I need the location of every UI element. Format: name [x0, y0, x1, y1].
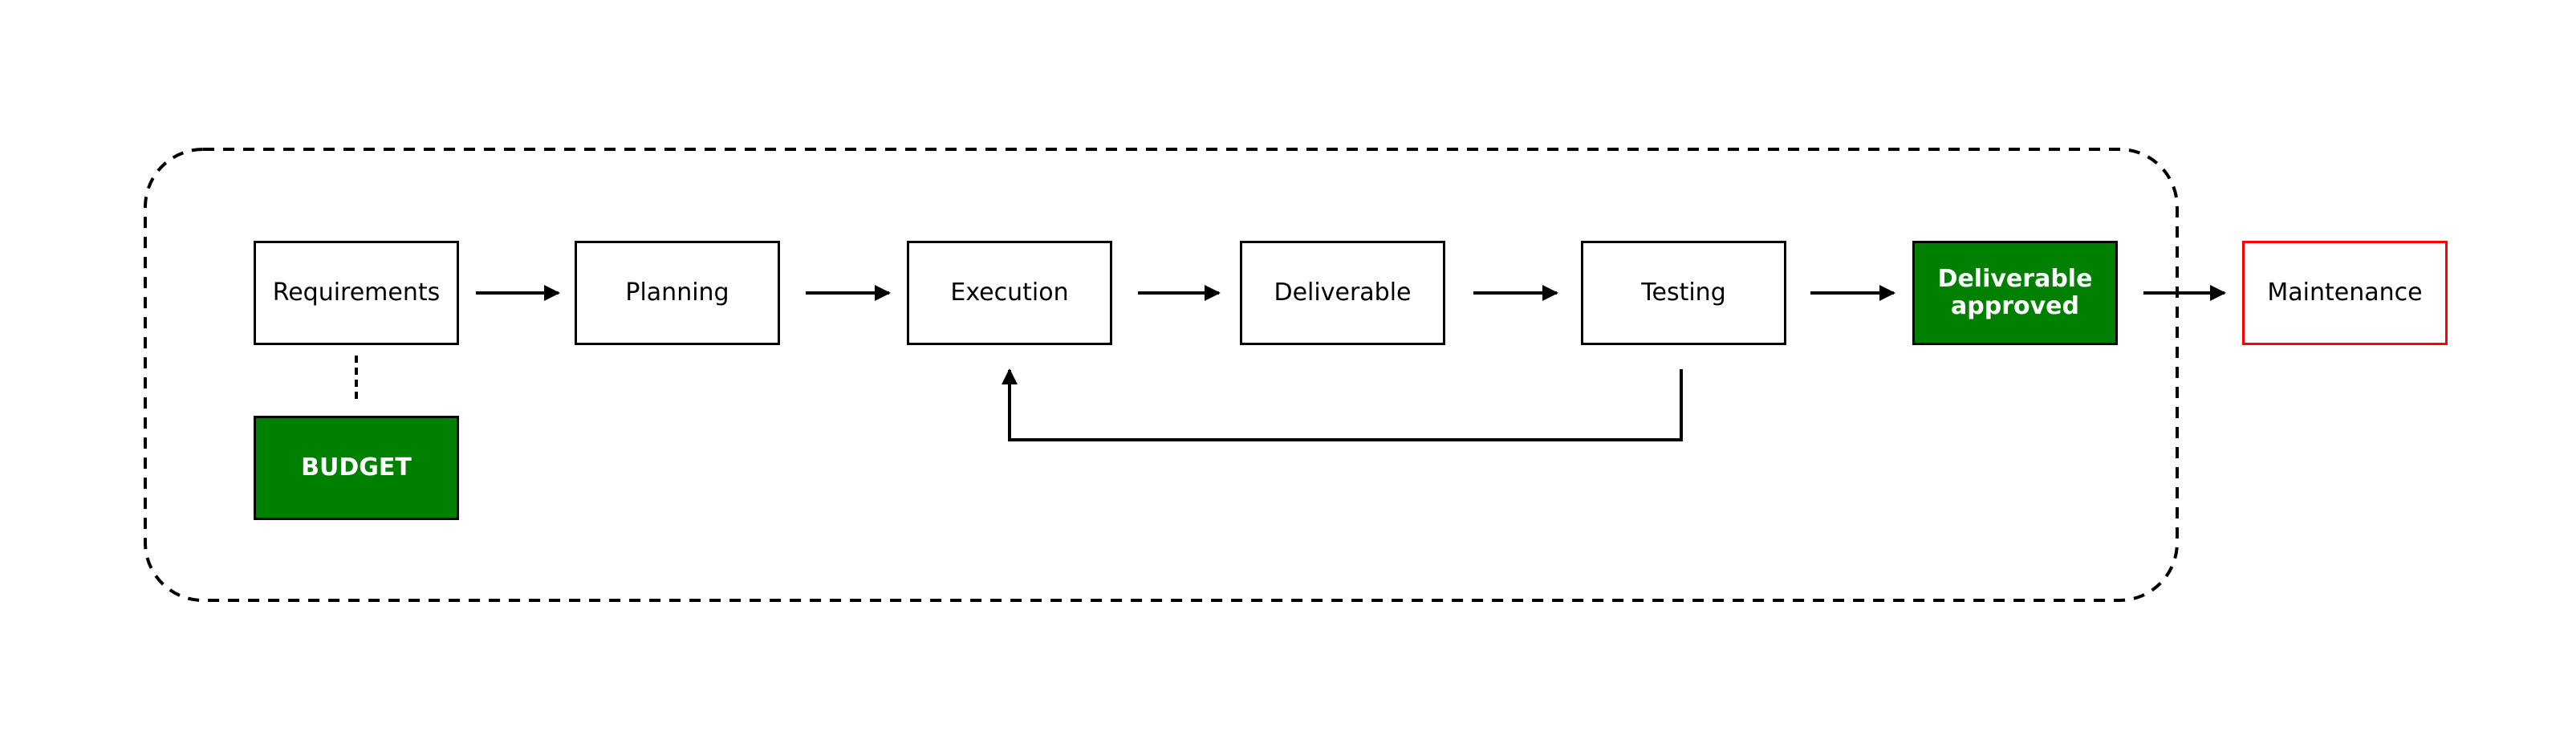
node-approved-label-line1: Deliverable: [1937, 264, 2093, 293]
node-planning: Planning: [575, 241, 780, 345]
node-maintenance-label: Maintenance: [2267, 278, 2423, 307]
node-budget: BUDGET: [254, 416, 459, 520]
node-execution: Execution: [907, 241, 1112, 345]
node-deliverable-label: Deliverable: [1274, 278, 1412, 307]
node-requirements-label: Requirements: [272, 278, 441, 307]
arrow-testing-to-execution-loop: [1002, 368, 1683, 441]
node-execution-label: Execution: [950, 278, 1069, 307]
node-testing: Testing: [1581, 241, 1786, 345]
node-deliverable: Deliverable: [1240, 241, 1445, 345]
node-testing-label: Testing: [1641, 278, 1726, 307]
process-boundary: [144, 148, 2179, 602]
node-maintenance: Maintenance: [2242, 241, 2448, 345]
node-deliverable-approved: Deliverable approved: [1912, 241, 2118, 345]
node-approved-label-line2: approved: [1951, 292, 2079, 320]
node-planning-label: Planning: [625, 278, 729, 307]
node-budget-label: BUDGET: [301, 453, 412, 482]
node-requirements: Requirements: [254, 241, 459, 345]
